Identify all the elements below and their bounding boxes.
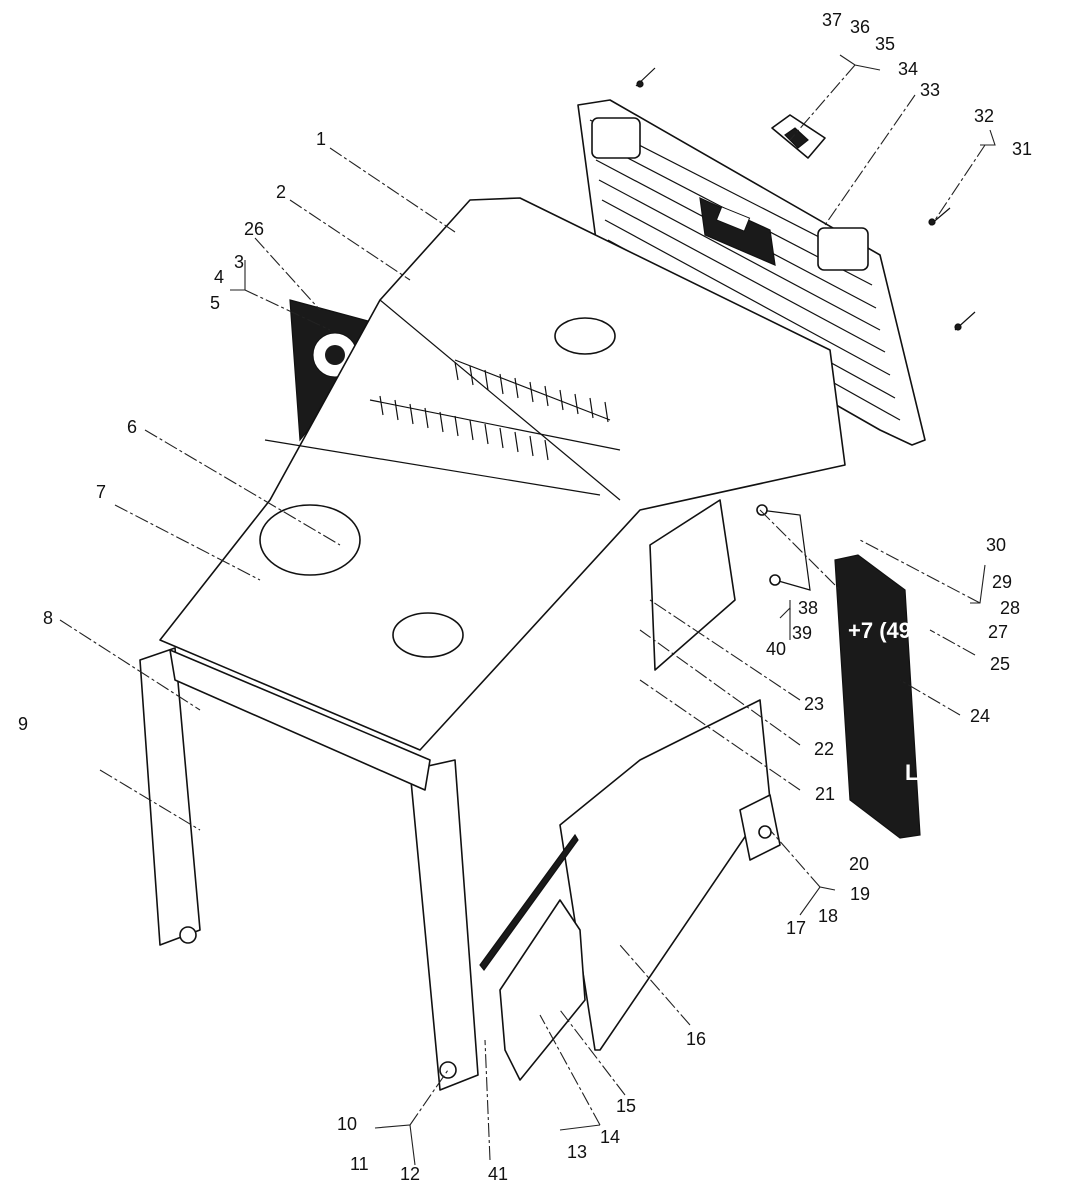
callout-19: 19 — [850, 884, 870, 904]
callout-22: 22 — [814, 739, 834, 759]
callout-28: 28 — [1000, 598, 1020, 618]
callout-27: 27 — [988, 622, 1008, 642]
callout-16: 16 — [686, 1029, 706, 1049]
door-marking-2: LE — [905, 760, 933, 785]
callout-29: 29 — [992, 572, 1012, 592]
callout-2: 2 — [276, 182, 286, 202]
callout-7: 7 — [96, 482, 106, 502]
callout-10: 10 — [337, 1114, 357, 1134]
callout-24: 24 — [970, 706, 990, 726]
callout-25: 25 — [990, 654, 1010, 674]
callout-5: 5 — [210, 293, 220, 313]
callout-30: 30 — [986, 535, 1006, 555]
callout-38: 38 — [798, 598, 818, 618]
callout-6: 6 — [127, 417, 137, 437]
callout-20: 20 — [849, 854, 869, 874]
right-access-door: +7 (49 LE — [834, 554, 933, 839]
callout-40: 40 — [766, 639, 786, 659]
hatch-cover-plate — [771, 114, 826, 159]
callout-39: 39 — [792, 623, 812, 643]
callout-3: 3 — [234, 252, 244, 272]
callout-31: 31 — [1012, 139, 1032, 159]
lower-rear-panel — [479, 833, 586, 1081]
callout-14: 14 — [600, 1127, 620, 1147]
callout-labels: 1 2 3 4 5 6 7 8 9 10 11 12 13 14 15 16 1… — [18, 10, 1032, 1184]
callout-35: 35 — [875, 34, 895, 54]
callout-23: 23 — [804, 694, 824, 714]
callout-26: 26 — [244, 219, 264, 239]
callout-8: 8 — [43, 608, 53, 628]
leader-lines — [59, 54, 996, 1166]
callout-36: 36 — [850, 17, 870, 37]
door-latch — [739, 794, 781, 861]
rear-grille-panel — [577, 99, 926, 446]
callout-15: 15 — [616, 1096, 636, 1116]
callout-12: 12 — [400, 1164, 420, 1184]
callout-13: 13 — [567, 1142, 587, 1162]
callout-18: 18 — [818, 906, 838, 926]
front-frame-uprights — [139, 647, 479, 1091]
callout-33: 33 — [920, 80, 940, 100]
callout-41: 41 — [488, 1164, 508, 1184]
right-side-panel — [559, 499, 771, 1051]
callout-37: 37 — [822, 10, 842, 30]
door-marking: +7 (49 — [848, 618, 911, 643]
callout-32: 32 — [974, 106, 994, 126]
door-handle — [756, 504, 811, 591]
callout-11: 11 — [350, 1154, 369, 1174]
callout-1: 1 — [316, 129, 326, 149]
fastener-bolts — [635, 67, 976, 331]
callout-21: 21 — [815, 784, 835, 804]
callout-17: 17 — [786, 918, 806, 938]
callout-9: 9 — [18, 714, 28, 734]
callout-4: 4 — [214, 267, 224, 287]
callout-34: 34 — [898, 59, 918, 79]
canopy-frame — [159, 197, 846, 751]
vent-slots — [379, 361, 609, 461]
